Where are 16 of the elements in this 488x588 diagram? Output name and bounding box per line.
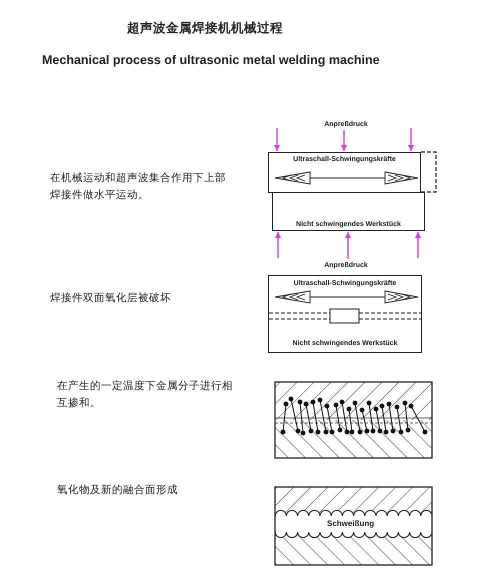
weld-zone-label: Schweißung	[326, 519, 376, 528]
sonotrode-box	[268, 152, 421, 193]
arrow	[345, 232, 351, 259]
arrow	[408, 128, 414, 151]
description: 在产生的一定温度下金属分子进行相互掺和。	[57, 379, 234, 411]
arrow	[275, 232, 281, 258]
workpiece-box	[272, 192, 425, 231]
subtitle: Mechanical process of ultrasonic metal welding machine	[42, 53, 380, 67]
description: 氧化物及新的融合面形成	[57, 483, 179, 498]
arrow	[341, 130, 347, 151]
description: 焊接件双面氧化层被破坏	[50, 291, 172, 306]
arrow	[274, 128, 280, 151]
description: 在机械运动和超声波集合作用下上部焊接件做水平运动。	[50, 171, 227, 203]
arrow	[415, 232, 421, 258]
title: 超声波金属焊接机机械过程	[126, 20, 284, 37]
workpiece-box	[268, 275, 422, 353]
